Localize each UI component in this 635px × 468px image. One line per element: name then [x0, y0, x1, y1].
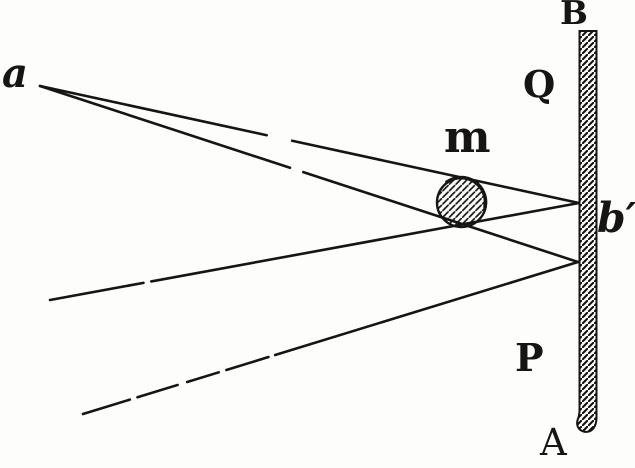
ray-lower-left-to-upper-shadow-edge: [48, 201, 581, 302]
label-source-a: a: [2, 50, 28, 97]
ray-source-to-upper-shadow-edge: [38, 84, 581, 205]
label-obstacle-m: m: [444, 112, 491, 163]
obstacle-circle-shading: [445, 175, 488, 209]
ray-source-to-lower-shadow-edge: [38, 84, 580, 264]
label-region-p: P: [515, 335, 544, 380]
label-region-q: Q: [523, 62, 556, 106]
label-screen-bottom-a: A: [540, 421, 567, 464]
screen-bar: [576, 30, 598, 433]
label-point-b-prime: b′: [597, 194, 635, 242]
ray-lower-left-to-lower-shadow-edge: [81, 260, 580, 416]
label-screen-top-b: B: [560, 0, 588, 32]
